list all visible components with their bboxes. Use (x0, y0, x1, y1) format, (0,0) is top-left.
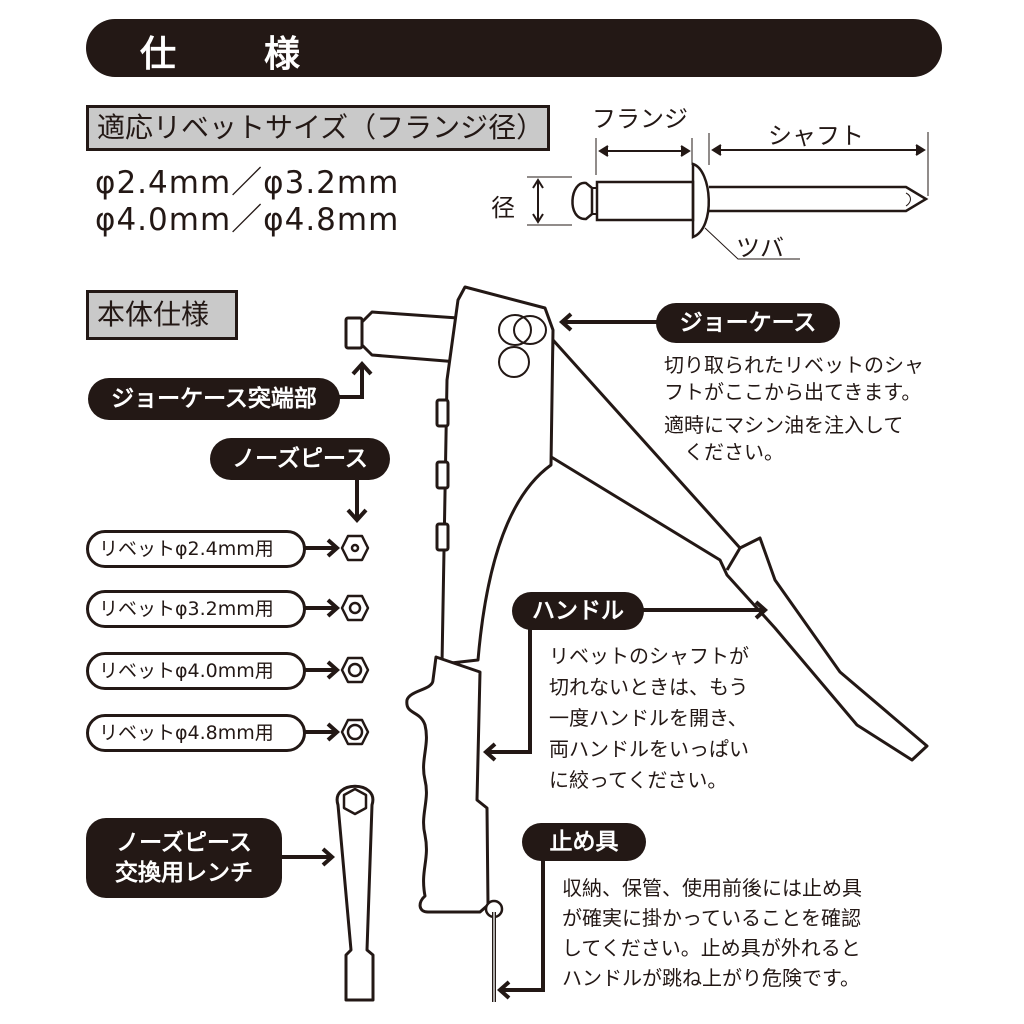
flange-label: フランジ (592, 105, 688, 133)
desc-line: 適時にマシン油を注入して (664, 413, 904, 437)
jaw-case-label: ジョーケース (656, 303, 840, 343)
rivet-size-line-1: φ2.4mm／φ3.2mm (95, 165, 400, 201)
desc-line: が確実に掛かっていることを確認 (562, 906, 861, 930)
handle-label: ハンドル (512, 592, 644, 630)
title-bar: 仕 様 (86, 19, 942, 77)
desc-line: 両ハンドルをいっぱい (549, 737, 749, 761)
desc-line: フトがここから出てきます。 (664, 380, 922, 404)
body-spec-heading: 本体仕様 (86, 290, 238, 340)
desc-line: に絞ってください。 (549, 768, 728, 792)
desc-line: リベットのシャフトが (549, 644, 749, 668)
desc-line: 切り取られたリベットのシャ (664, 353, 924, 377)
wrench-label: ノーズピース 交換用レンチ (86, 818, 282, 898)
nose-piece-item: リベットφ4.8mm用 (86, 714, 306, 752)
desc-line: ください。 (664, 440, 784, 464)
desc-line: ハンドルが跳ね上がり危険です。 (562, 966, 860, 990)
jaw-case-tip-label: ジョーケース突端部 (88, 378, 340, 420)
nose-piece-item: リベットφ3.2mm用 (86, 590, 306, 628)
desc-line: 収納、保管、使用前後には止め具 (562, 876, 862, 900)
stopper-label: 止め具 (522, 823, 646, 861)
title-char-1: 仕 (140, 34, 177, 75)
nose-piece-item: リベットφ2.4mm用 (86, 530, 306, 568)
rivet-size-heading: 適応リベットサイズ（フランジ径） (86, 105, 550, 151)
collar-label: ツバ (736, 234, 784, 262)
jaw-case-description: 切り取られたリベットのシャ フトがここから出てきます。 適時にマシン油を注入して… (664, 352, 924, 466)
diameter-label: 径 (491, 194, 515, 222)
wrench-label-line-1: ノーズピース (116, 830, 252, 856)
shaft-label: シャフト (768, 122, 864, 150)
desc-line: 一度ハンドルを開き、 (549, 706, 748, 730)
title-char-2: 様 (264, 34, 301, 75)
nose-piece-item: リベットφ4.0mm用 (86, 652, 306, 690)
handle-description: リベットのシャフトが 切れないときは、もう 一度ハンドルを開き、 両ハンドルをい… (549, 641, 749, 796)
desc-line: してください。止め具が外れると (562, 936, 861, 960)
rivet-size-line-2: φ4.0mm／φ4.8mm (95, 202, 400, 238)
desc-line: 切れないときは、もう (549, 675, 749, 699)
wrench-label-line-2: 交換用レンチ (115, 860, 253, 886)
nose-piece-label: ノーズピース (210, 438, 390, 480)
stopper-description: 収納、保管、使用前後には止め具 が確実に掛かっていることを確認 してください。止… (562, 873, 862, 993)
